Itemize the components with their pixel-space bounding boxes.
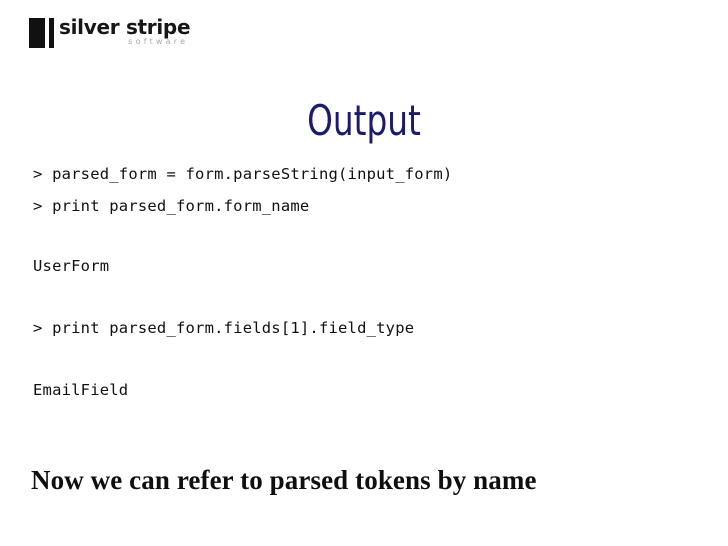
code-line: > parsed_form = form.parseString(input_f…	[33, 165, 453, 183]
code-line: EmailField	[33, 381, 129, 399]
console-output-block: > parsed_form = form.parseString(input_f…	[33, 158, 693, 406]
slide-caption: Now we can refer to parsed tokens by nam…	[31, 465, 537, 495]
code-line: > print parsed_form.form_name	[33, 197, 310, 215]
logo-text-block: silver stripe software	[59, 15, 191, 47]
silverstripe-logo: silver stripe software	[29, 15, 191, 48]
logo-mark-icon	[29, 18, 54, 48]
page-title: Output	[307, 96, 421, 145]
logo-bar-gap	[45, 18, 49, 48]
logo-wordmark: silver stripe	[59, 15, 191, 39]
code-line: UserForm	[33, 257, 110, 275]
code-line: > print parsed_form.fields[1].field_type	[33, 319, 415, 337]
logo-subtitle: software	[128, 37, 189, 46]
logo-bar-wide	[29, 18, 45, 48]
logo-bar-thin	[49, 18, 54, 48]
